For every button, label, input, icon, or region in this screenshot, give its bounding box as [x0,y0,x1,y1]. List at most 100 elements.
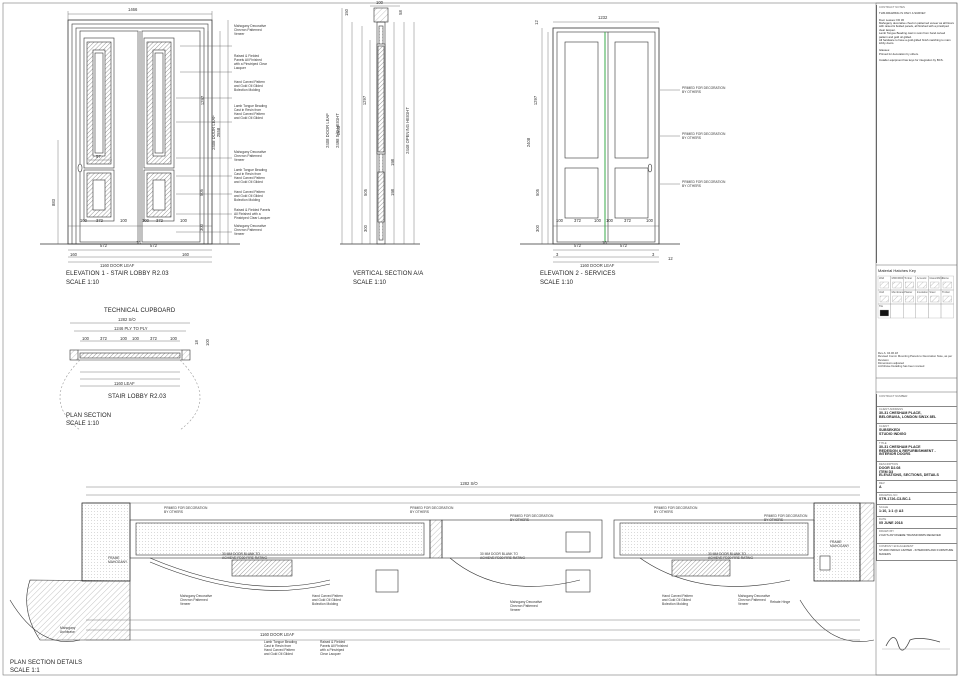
hatch-label: Plaster [904,291,913,294]
e2-mid-0: 100 [556,218,563,223]
material-hatch-key [877,275,954,319]
pd-note-1: PRIMED FOR DECORATION BY OTHERS [410,506,454,514]
hatch-swatch [905,281,914,289]
vs-vert-8: 198 [390,189,395,196]
ps-seg-4: 372 [150,336,157,341]
e1-note-7: Raised & Fielded Panels All Finished wit… [234,208,271,220]
client-label: CLIENT [879,424,889,428]
pd-note-12: Mahogany Decorative Chevron Patterned Ve… [738,594,771,606]
pd-note-10: Mahogany Decorative Chevron Patterned Ve… [510,600,543,612]
hatch-label: MDF/MDF [891,277,904,280]
pd-note-7: 30 MM DOOR BLANK TO ACHIEVE FD30 FIRE RA… [708,552,754,560]
vs-vert-4: 1297 [362,95,368,106]
rev-label: REV [879,481,885,485]
general-notes-heading: CONTRACT NOTES [879,5,905,9]
e2-leaf-dim: 1160 DOOR LEAF [580,263,615,268]
pd-note-11: Hand Carved Pattern and Gold Oil Gilded … [662,594,693,606]
elevation-2-scale: SCALE 1:10 [540,280,574,286]
general-notes-panel: CONTRACT NOTES THIS DRAWING IS ONLY A SU… [876,5,957,263]
e2-note-0: PRIMED FOR DECORATION BY OTHERS [682,86,726,94]
e2-note-2: PRIMED FOR DECORATION BY OTHERS [682,180,726,188]
description-value: DOOR D2.08 ITEM D3 ELEVATIONS, SECTIONS,… [879,465,939,478]
project-label: TITLE [879,441,887,445]
hatch-cell [890,303,904,319]
hatch-label: Insulation [916,291,928,294]
hatch-label: Void [879,291,885,294]
ps-seg-1: 372 [100,336,107,341]
hatch-label: Wall [879,277,884,280]
company-label: COMPANY ENGAGEMENT [879,544,914,548]
company-value: STUDIO INDIGO LIMITED - INTERIORS AND FU… [879,547,954,556]
ps-side-0: 18 [193,340,199,345]
elevation-2-title: ELEVATION 2 - SERVICES [540,271,616,277]
drawn-value: 2 DAYS ANYWHERE TRANSFORMS RECEIVED [879,532,941,537]
vs-top-1: 58 [397,10,403,15]
ps-so: 1282 S/O [118,317,136,322]
ps-seg-5: 100 [170,336,177,341]
ps-ply: 1246 PLY TO PLY [114,326,148,331]
hatch-label: Membrane [891,291,904,294]
elevation-1-dimensions [57,11,232,263]
hatch-swatch [917,295,927,303]
e1-note-5: Lamb Tongue Beading Cast in Resin from H… [234,168,267,184]
e1-mid-5: 100 [180,218,187,223]
vs-vert-7: 198 [390,159,395,166]
date-label: DATE [879,517,887,521]
hatch-label: Stone [942,277,949,280]
hatch-swatch [879,281,889,289]
vs-vert-3: 2558 [336,125,342,136]
pd-note-5: 30 MM DOOR BLANK TO ACHIEVE FD30 FIRE RA… [222,552,268,560]
e1-vert-0: 1297 [200,95,206,106]
plan-details-title: PLAN SECTION DETAILS [10,660,83,666]
stair-lobby-label: STAIR LOBBY R2.03 [108,394,167,400]
description-label: DESCRIPTION [879,462,899,466]
hatch-cell [928,303,942,319]
e1-mid-4: 372 [156,218,163,223]
pd-note-3: PRIMED FOR DECORATION BY OTHERS [654,506,698,514]
client-value: SUBSEKEDI STUDIO INDIGO [879,427,907,436]
ps-seg-3: 100 [132,336,139,341]
plan-section-title: PLAN SECTION [66,413,112,419]
ps-seg-0: 100 [82,336,89,341]
e2-bottom-2: 572 [620,243,627,248]
e1-note-4: Mahogany Decorative Chevron Patterned Ve… [234,150,267,162]
e2-mid-1: 372 [574,218,581,223]
date-value: 05 JUNE 2018 [879,520,903,525]
e1-mid-0: 100 [80,218,87,223]
e2-bottom-0: 572 [574,243,581,248]
e2-vert-1: 505 [535,189,540,196]
pd-overall: 1282 S/O [460,481,478,486]
hatch-swatch [879,309,889,317]
e1-mid-3: 100 [142,218,149,223]
drawing-no-label: DRAWING NO [879,493,898,497]
e1-vert-3: 2408 DOOR LEAF [210,115,216,150]
vertical-section-title: VERTICAL SECTION A/A [353,271,424,277]
e2-bottom-1: 16 [602,240,607,245]
hatch-label: Timber [904,277,913,280]
hatch-swatch [930,281,940,289]
e1-bottom-1: 572 [100,243,107,248]
elevation-1-stair-lobby [40,19,240,245]
vertical-section-scale: SCALE 1:10 [353,280,387,286]
vs-vert-6: 300 [363,225,368,232]
e1-note-0: Mahogany Decorative Chevron Patterned Ve… [234,24,267,36]
e1-bottom-0: 160 [70,252,77,257]
pd-note-13: Mahogany Architrave [60,626,76,634]
e1-side-dim: 883 [51,199,56,206]
pd-note-6: 30 MM DOOR BLANK TO ACHIEVE FD30 FIRE RA… [480,552,526,560]
vs-vert-0: 2408 DOOR LEAF [324,113,330,148]
e1-leaf-dim: 1160 DOOR LEAF [100,263,135,268]
scale-value: 1:10, 1:1 @ A3 [879,508,904,513]
titlebook-frame [875,2,958,676]
e1-knob-dim: 57 [96,154,101,159]
plan-section-details [9,486,875,642]
pd-note-0: PRIMED FOR DECORATION BY OTHERS [164,506,208,514]
e2-mid-2: 100 [594,218,601,223]
e2-vert-2: 300 [535,225,540,232]
e2-bottom-5: 12 [668,256,673,261]
hatch-label: Steel [929,291,936,294]
hatch-swatch [930,295,940,303]
